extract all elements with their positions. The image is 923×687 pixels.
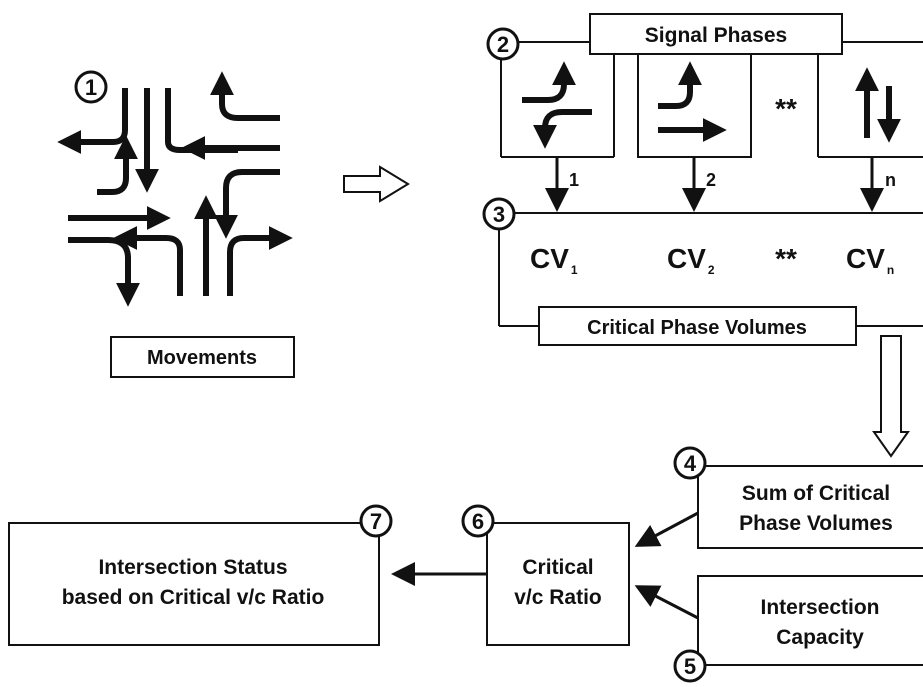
signal-phases-box xyxy=(589,13,843,55)
step-1-number: 1 xyxy=(85,75,97,100)
movements-diagram xyxy=(57,71,293,307)
critical-volumes-frame xyxy=(498,212,923,327)
signal-phases-label: Signal Phases xyxy=(645,24,787,47)
movements-label: Movements xyxy=(147,347,257,369)
step-6-marker xyxy=(461,504,495,538)
status-line-1: Intersection Status xyxy=(98,556,287,579)
phase-2-icon xyxy=(658,61,727,142)
step-6-number: 6 xyxy=(472,509,484,534)
hollow-down-arrow xyxy=(872,335,910,458)
critical-phase-volumes-label: Critical Phase Volumes xyxy=(587,317,807,339)
step-3-number: 3 xyxy=(493,202,505,227)
critical-vc-ratio-box xyxy=(486,522,630,646)
sum-to-ratio-arrow xyxy=(634,511,699,547)
phase-n-number: n xyxy=(885,170,896,190)
capacity-line-2: Capacity xyxy=(776,626,864,649)
phase-2-number: 2 xyxy=(706,170,716,190)
step-4-number: 4 xyxy=(684,451,697,476)
signal-phases-frame xyxy=(500,41,923,158)
status-line-2: based on Critical v/c Ratio xyxy=(62,586,325,609)
intersection-capacity-box xyxy=(697,575,923,666)
intersection-status-box xyxy=(8,522,380,646)
sum-line-1: Sum of Critical xyxy=(742,482,890,505)
step-5-number: 5 xyxy=(684,654,696,679)
step-4-marker xyxy=(673,446,707,480)
phase-1-number: 1 xyxy=(569,170,579,190)
step-2-number: 2 xyxy=(497,32,509,57)
step-2-marker xyxy=(486,27,520,61)
phase-n-icon xyxy=(855,67,901,143)
capacity-line-1: Intersection xyxy=(760,596,879,619)
step-3-marker xyxy=(482,197,516,231)
step-1-marker xyxy=(74,70,108,104)
hollow-right-arrow xyxy=(343,165,410,203)
step-7-number: 7 xyxy=(370,509,382,534)
cv-ellipsis: ** xyxy=(775,243,797,274)
phases-ellipsis: ** xyxy=(775,93,797,124)
capacity-to-ratio-arrow xyxy=(634,585,699,620)
critical-phase-volumes-box xyxy=(538,306,857,346)
ratio-line-1: Critical xyxy=(522,556,593,579)
ratio-line-2: v/c Ratio xyxy=(514,586,602,609)
step-7-marker xyxy=(359,504,393,538)
sum-line-2: Phase Volumes xyxy=(739,512,893,535)
movements-box xyxy=(110,336,295,378)
phase-1-icon xyxy=(522,61,592,149)
step-5-marker xyxy=(673,649,707,683)
sum-critical-volumes-box xyxy=(697,465,923,549)
